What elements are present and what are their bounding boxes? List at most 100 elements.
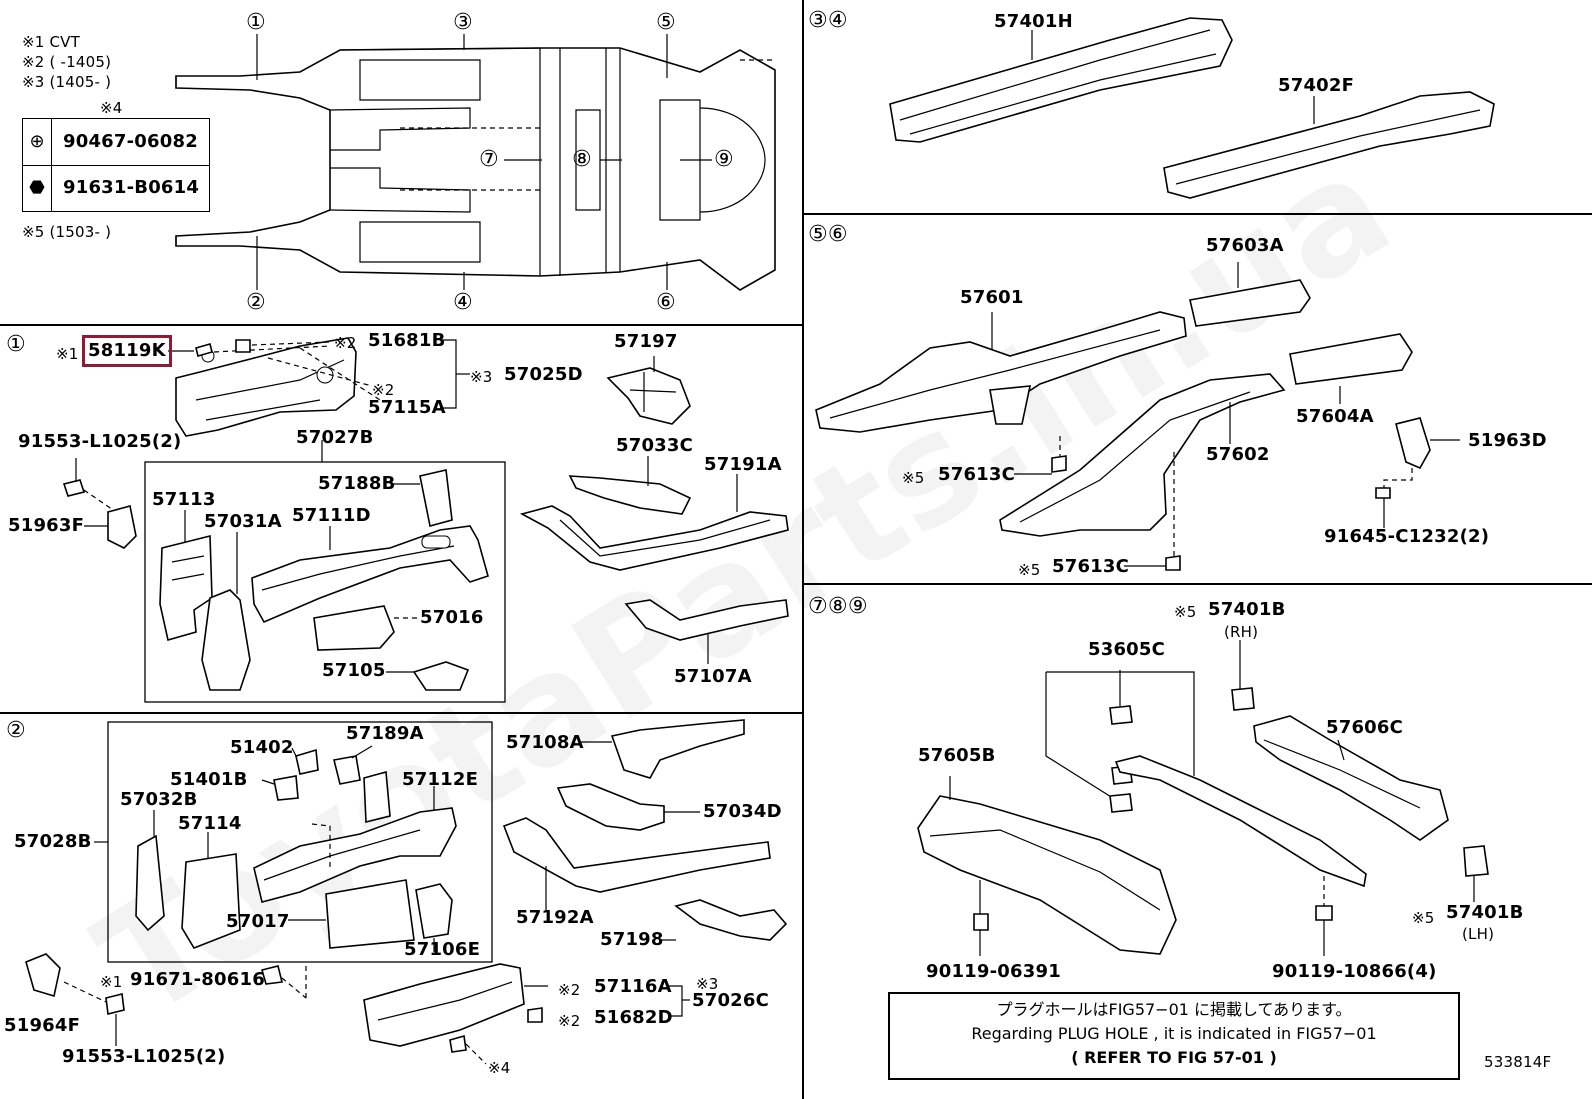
bolt-icon: ⬣ bbox=[23, 165, 52, 211]
part-51402[interactable]: 51402 bbox=[230, 737, 294, 758]
plug-hole-note: プラグホールはFIG57−01 に掲載してあります。 Regarding PLU… bbox=[888, 992, 1460, 1080]
part-57602[interactable]: 57602 bbox=[1206, 444, 1270, 465]
part-57016[interactable]: 57016 bbox=[420, 607, 484, 628]
part-57108A[interactable]: 57108A bbox=[506, 732, 584, 753]
note-2-57115A: ※2 bbox=[372, 381, 395, 399]
part-57604A[interactable]: 57604A bbox=[1296, 406, 1374, 427]
sec789-parts bbox=[917, 640, 1489, 956]
note-line-ja: プラグホールはFIG57−01 に掲載してあります。 bbox=[996, 1000, 1352, 1019]
part-57025D[interactable]: 57025D bbox=[504, 364, 583, 385]
part-57115A[interactable]: 57115A bbox=[368, 397, 446, 418]
part-57031A[interactable]: 57031A bbox=[204, 511, 282, 532]
part-57032B[interactable]: 57032B bbox=[120, 789, 198, 810]
part-90119-10866[interactable]: 90119-10866(4) bbox=[1272, 961, 1437, 982]
part-51964F[interactable]: 51964F bbox=[4, 1015, 81, 1036]
part-91671-80616[interactable]: 91671-80616 bbox=[130, 969, 265, 990]
part-57026C[interactable]: 57026C bbox=[692, 990, 770, 1011]
label-rh: (RH) bbox=[1224, 623, 1259, 641]
part-91553-L1025-bottom[interactable]: 91553-L1025(2) bbox=[62, 1046, 226, 1067]
part-57107A[interactable]: 57107A bbox=[674, 666, 752, 687]
part-57116A[interactable]: 57116A bbox=[594, 976, 672, 997]
part-91553-L1025-top[interactable]: 91553-L1025(2) bbox=[18, 431, 182, 452]
callout-4[interactable]: ④ bbox=[453, 290, 473, 315]
note-after-1405: ※3 (1405- ) bbox=[22, 73, 112, 91]
note-line-en: Regarding PLUG HOLE , it is indicated in… bbox=[971, 1024, 1377, 1043]
part-57613C-lower[interactable]: 57613C bbox=[1052, 556, 1130, 577]
part-57192A[interactable]: 57192A bbox=[516, 907, 594, 928]
part-51682D[interactable]: 51682D bbox=[594, 1007, 673, 1028]
note-2-57116A: ※2 bbox=[558, 981, 581, 999]
part-57401B-lh[interactable]: 57401B bbox=[1446, 902, 1524, 923]
part-51401B[interactable]: 51401B bbox=[170, 769, 248, 790]
note-before-1405: ※2 ( -1405) bbox=[22, 53, 112, 71]
note-4-bolt: ※4 bbox=[488, 1059, 511, 1077]
part-57113[interactable]: 57113 bbox=[152, 489, 216, 510]
callout-9[interactable]: ⑨ bbox=[714, 147, 734, 172]
part-57401H[interactable]: 57401H bbox=[994, 11, 1073, 32]
section-2-marker: ② bbox=[6, 718, 26, 743]
section-56-marker: ⑤⑥ bbox=[808, 222, 848, 247]
part-53605C[interactable]: 53605C bbox=[1088, 639, 1166, 660]
callout-6[interactable]: ⑥ bbox=[656, 290, 676, 315]
part-57106E[interactable]: 57106E bbox=[404, 939, 481, 960]
note-3-57025D: ※3 bbox=[470, 368, 493, 386]
part-57034D[interactable]: 57034D bbox=[703, 801, 782, 822]
part-57112E[interactable]: 57112E bbox=[402, 769, 479, 790]
part-91631-B0614[interactable]: 91631-B0614 bbox=[63, 177, 200, 198]
part-90467-06082[interactable]: 90467-06082 bbox=[63, 131, 198, 152]
sec2-parts bbox=[25, 719, 788, 1065]
note-4: ※4 bbox=[100, 99, 123, 117]
part-57198[interactable]: 57198 bbox=[600, 929, 664, 950]
part-91645-C1232[interactable]: 91645-C1232(2) bbox=[1324, 526, 1490, 547]
part-58119K-highlighted[interactable]: 58119K bbox=[82, 335, 172, 367]
note-5-57401B-rh: ※5 bbox=[1174, 603, 1197, 621]
note-after-1503: ※5 (1503- ) bbox=[22, 223, 112, 241]
note-2-51681B: ※2 bbox=[334, 334, 357, 352]
note-2-51682D: ※2 bbox=[558, 1012, 581, 1030]
fastener-table: ⊕ 90467-06082 ⬣ 91631-B0614 bbox=[22, 118, 210, 212]
sec56-parts bbox=[815, 262, 1460, 571]
part-51963F[interactable]: 51963F bbox=[8, 515, 85, 536]
part-57028B[interactable]: 57028B bbox=[14, 831, 92, 852]
part-51681B[interactable]: 51681B bbox=[368, 330, 446, 351]
part-57603A[interactable]: 57603A bbox=[1206, 235, 1284, 256]
section-34-marker: ③④ bbox=[808, 8, 848, 33]
part-57606C[interactable]: 57606C bbox=[1326, 717, 1404, 738]
part-57402F[interactable]: 57402F bbox=[1278, 75, 1355, 96]
sec1-parts bbox=[62, 337, 789, 703]
callout-7[interactable]: ⑦ bbox=[479, 147, 499, 172]
callout-3[interactable]: ③ bbox=[453, 10, 473, 35]
part-57601[interactable]: 57601 bbox=[960, 287, 1024, 308]
note-5-57401B-lh: ※5 bbox=[1412, 909, 1435, 927]
part-57605B[interactable]: 57605B bbox=[918, 745, 996, 766]
overview-leaders bbox=[256, 34, 712, 290]
part-57401B-rh[interactable]: 57401B bbox=[1208, 599, 1286, 620]
part-57114[interactable]: 57114 bbox=[178, 813, 242, 834]
label-lh: (LH) bbox=[1462, 925, 1495, 943]
callout-2[interactable]: ② bbox=[246, 290, 266, 315]
part-57189A[interactable]: 57189A bbox=[346, 723, 424, 744]
part-51963D[interactable]: 51963D bbox=[1468, 430, 1547, 451]
part-57105[interactable]: 57105 bbox=[322, 660, 386, 681]
callout-1[interactable]: ① bbox=[246, 10, 266, 35]
part-57027B[interactable]: 57027B bbox=[296, 427, 374, 448]
part-57033C[interactable]: 57033C bbox=[616, 435, 694, 456]
callout-5[interactable]: ⑤ bbox=[656, 10, 676, 35]
note-1-91671: ※1 bbox=[100, 973, 123, 991]
part-57613C-upper[interactable]: 57613C bbox=[938, 464, 1016, 485]
sec34-parts bbox=[889, 17, 1495, 199]
part-57111D[interactable]: 57111D bbox=[292, 505, 371, 526]
part-57191A[interactable]: 57191A bbox=[704, 454, 782, 475]
floor-overview bbox=[175, 47, 776, 291]
part-57197[interactable]: 57197 bbox=[614, 331, 678, 352]
note-5-57613C-a: ※5 bbox=[902, 469, 925, 487]
screw-icon: ⊕ bbox=[23, 119, 52, 166]
callout-8[interactable]: ⑧ bbox=[572, 147, 592, 172]
part-57017[interactable]: 57017 bbox=[226, 911, 290, 932]
part-57188B[interactable]: 57188B bbox=[318, 473, 396, 494]
part-90119-06391[interactable]: 90119-06391 bbox=[926, 961, 1061, 982]
note-line-refer[interactable]: ( REFER TO FIG 57-01 ) bbox=[1071, 1048, 1277, 1067]
note-5-57613C-b: ※5 bbox=[1018, 561, 1041, 579]
